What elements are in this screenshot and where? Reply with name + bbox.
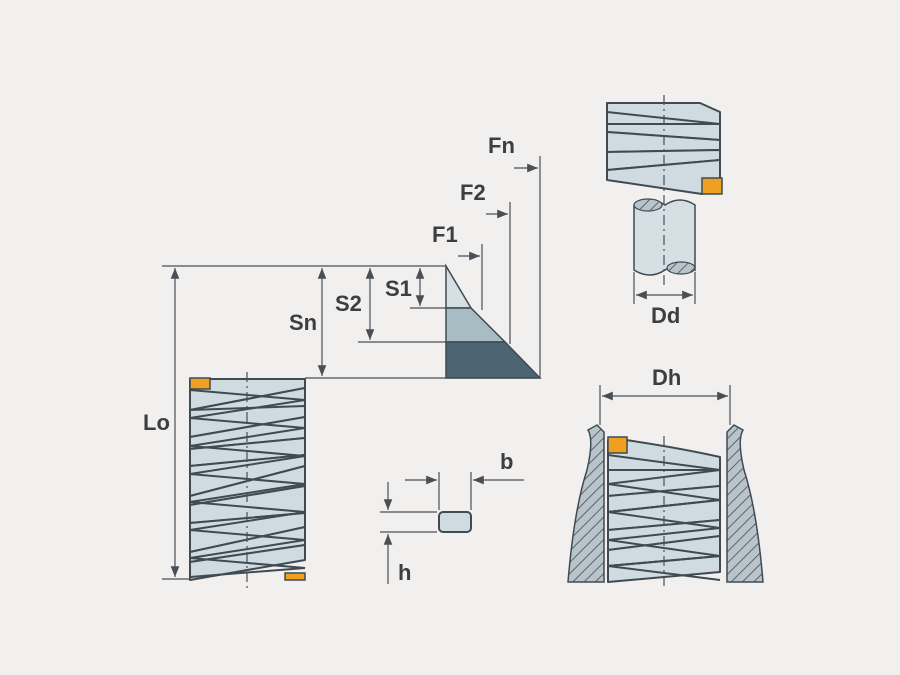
rod-spring: Dd: [606, 95, 723, 328]
dh-label: Dh: [652, 365, 681, 390]
bore-wall-left: [567, 424, 605, 583]
s2-label: S2: [335, 291, 362, 316]
bottom-end-tab: [284, 572, 306, 581]
rod-spring-end-tab: [701, 177, 723, 195]
bore-wall-right: [726, 424, 764, 583]
lo-label: Lo: [143, 410, 170, 435]
main-spring: [189, 372, 306, 588]
fn-label: Fn: [488, 133, 515, 158]
f1-label: F1: [432, 222, 458, 247]
b-label: b: [500, 449, 513, 474]
main-spring-zigzag: [189, 389, 306, 578]
force-dimensions: F1 F2 Fn: [432, 133, 541, 378]
force-triangle: [445, 263, 542, 379]
wire-cross-section: b h: [380, 449, 524, 585]
bore-spring-coils: [607, 439, 721, 583]
bore-spring-end-tab: [607, 436, 628, 454]
bore-spring: Dh: [567, 365, 764, 590]
top-end-tab: [189, 377, 211, 390]
lo-dimension: Lo: [143, 265, 446, 580]
f2-label: F2: [460, 180, 486, 205]
h-label: h: [398, 560, 411, 585]
sn-label: Sn: [289, 310, 317, 335]
s1-label: S1: [385, 276, 412, 301]
dd-label: Dd: [651, 303, 680, 328]
